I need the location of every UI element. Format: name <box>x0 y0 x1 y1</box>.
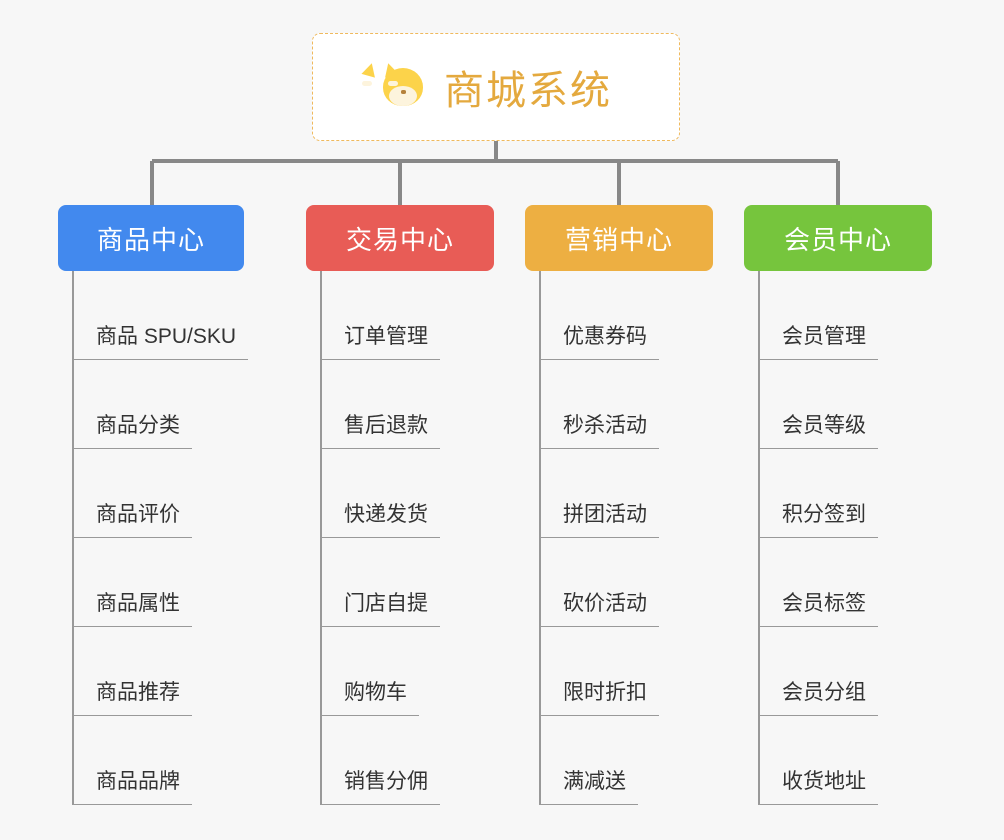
category-column-3: 营销中心优惠券码秒杀活动拼团活动砍价活动限时折扣满减送 <box>525 205 713 805</box>
leaf-item-label: 会员标签 <box>782 592 866 615</box>
leaf-item[interactable]: 门店自提 <box>306 538 494 627</box>
leaf-item[interactable]: 商品属性 <box>58 538 244 627</box>
leaf-item-underline <box>321 448 440 449</box>
leaf-item[interactable]: 会员管理 <box>744 271 932 360</box>
leaf-item[interactable]: 限时折扣 <box>525 627 713 716</box>
leaf-list: 优惠券码秒杀活动拼团活动砍价活动限时折扣满减送 <box>525 271 713 805</box>
leaf-item-label: 收货地址 <box>782 770 866 793</box>
leaf-item[interactable]: 优惠券码 <box>525 271 713 360</box>
leaf-item-label: 会员等级 <box>782 414 866 437</box>
leaf-item-label: 商品评价 <box>96 503 180 526</box>
leaf-item[interactable]: 商品评价 <box>58 449 244 538</box>
leaf-item[interactable]: 拼团活动 <box>525 449 713 538</box>
category-box-4[interactable]: 会员中心 <box>744 205 932 271</box>
leaf-list: 商品 SPU/SKU 商品分类商品评价商品属性商品推荐商品品牌 <box>58 271 249 805</box>
leaf-item-label: 砍价活动 <box>563 592 647 615</box>
leaf-item[interactable]: 会员等级 <box>744 360 932 449</box>
leaf-item-underline <box>540 359 659 360</box>
root-title: 商城系统 <box>444 69 612 113</box>
leaf-item-underline <box>759 715 878 716</box>
leaf-item[interactable]: 售后退款 <box>306 360 494 449</box>
leaf-item-underline <box>73 359 249 360</box>
leaf-item-label: 销售分佣 <box>344 770 428 793</box>
leaf-item-label: 拼团活动 <box>563 503 647 526</box>
leaf-item[interactable]: 销售分佣 <box>306 716 494 805</box>
leaf-item[interactable]: 购物车 <box>306 627 494 716</box>
leaf-item[interactable]: 会员分组 <box>744 627 932 716</box>
leaf-item-label: 快递发货 <box>344 503 428 526</box>
shiba-dog-icon <box>361 61 430 112</box>
category-column-2: 交易中心订单管理售后退款快递发货门店自提购物车销售分佣 <box>306 205 494 805</box>
leaf-item-label: 售后退款 <box>344 414 428 437</box>
leaf-item-label: 满减送 <box>563 770 626 793</box>
leaf-item-underline <box>321 804 440 805</box>
leaf-item[interactable]: 秒杀活动 <box>525 360 713 449</box>
leaf-item-underline <box>540 537 659 538</box>
category-box-1[interactable]: 商品中心 <box>58 205 244 271</box>
leaf-item-underline <box>321 537 440 538</box>
leaf-item[interactable]: 订单管理 <box>306 271 494 360</box>
category-box-3[interactable]: 营销中心 <box>525 205 713 271</box>
leaf-item-label: 会员管理 <box>782 325 866 348</box>
leaf-item-underline <box>759 537 878 538</box>
root-node-mall-system[interactable]: 商城系统 <box>312 33 680 141</box>
leaf-item-underline <box>321 715 419 716</box>
leaf-item-underline <box>73 626 192 627</box>
leaf-item[interactable]: 会员标签 <box>744 538 932 627</box>
leaf-item-underline <box>759 626 878 627</box>
leaf-item[interactable]: 商品 SPU/SKU <box>58 271 249 360</box>
leaf-item-label: 会员分组 <box>782 681 866 704</box>
leaf-item-label: 商品品牌 <box>96 770 180 793</box>
leaf-item-label: 商品属性 <box>96 592 180 615</box>
leaf-item-underline <box>73 448 192 449</box>
leaf-item-underline <box>759 359 878 360</box>
leaf-item-label: 订单管理 <box>344 325 428 348</box>
leaf-item-underline <box>540 804 638 805</box>
leaf-item-underline <box>73 804 192 805</box>
leaf-item[interactable]: 快递发货 <box>306 449 494 538</box>
leaf-item-label: 限时折扣 <box>563 681 647 704</box>
leaf-item-underline <box>540 626 659 627</box>
leaf-item-label: 购物车 <box>344 681 407 704</box>
leaf-item-underline <box>321 626 440 627</box>
leaf-item-label: 商品分类 <box>96 414 180 437</box>
leaf-item-label: 积分签到 <box>782 503 866 526</box>
leaf-item[interactable]: 砍价活动 <box>525 538 713 627</box>
leaf-item[interactable]: 商品品牌 <box>58 716 244 805</box>
leaf-item[interactable]: 积分签到 <box>744 449 932 538</box>
leaf-item-label: 商品 SPU/SKU <box>96 325 237 348</box>
leaf-item-underline <box>759 448 878 449</box>
leaf-item-label: 优惠券码 <box>563 325 647 348</box>
category-column-1: 商品中心商品 SPU/SKU 商品分类商品评价商品属性商品推荐商品品牌 <box>58 205 249 805</box>
leaf-item-underline <box>759 804 878 805</box>
leaf-item[interactable]: 商品分类 <box>58 360 244 449</box>
leaf-item-label: 门店自提 <box>344 592 428 615</box>
category-column-4: 会员中心会员管理会员等级积分签到会员标签会员分组收货地址 <box>744 205 932 805</box>
leaf-item[interactable]: 满减送 <box>525 716 713 805</box>
leaf-item-label: 商品推荐 <box>96 681 180 704</box>
leaf-item[interactable]: 收货地址 <box>744 716 932 805</box>
leaf-item-label: 秒杀活动 <box>563 414 647 437</box>
leaf-item-underline <box>73 537 192 538</box>
leaf-item-underline <box>540 448 659 449</box>
leaf-item-underline <box>540 715 659 716</box>
leaf-item-underline <box>73 715 192 716</box>
leaf-list: 订单管理售后退款快递发货门店自提购物车销售分佣 <box>306 271 494 805</box>
leaf-item[interactable]: 商品推荐 <box>58 627 244 716</box>
category-box-2[interactable]: 交易中心 <box>306 205 494 271</box>
leaf-item-underline <box>321 359 440 360</box>
leaf-list: 会员管理会员等级积分签到会员标签会员分组收货地址 <box>744 271 932 805</box>
